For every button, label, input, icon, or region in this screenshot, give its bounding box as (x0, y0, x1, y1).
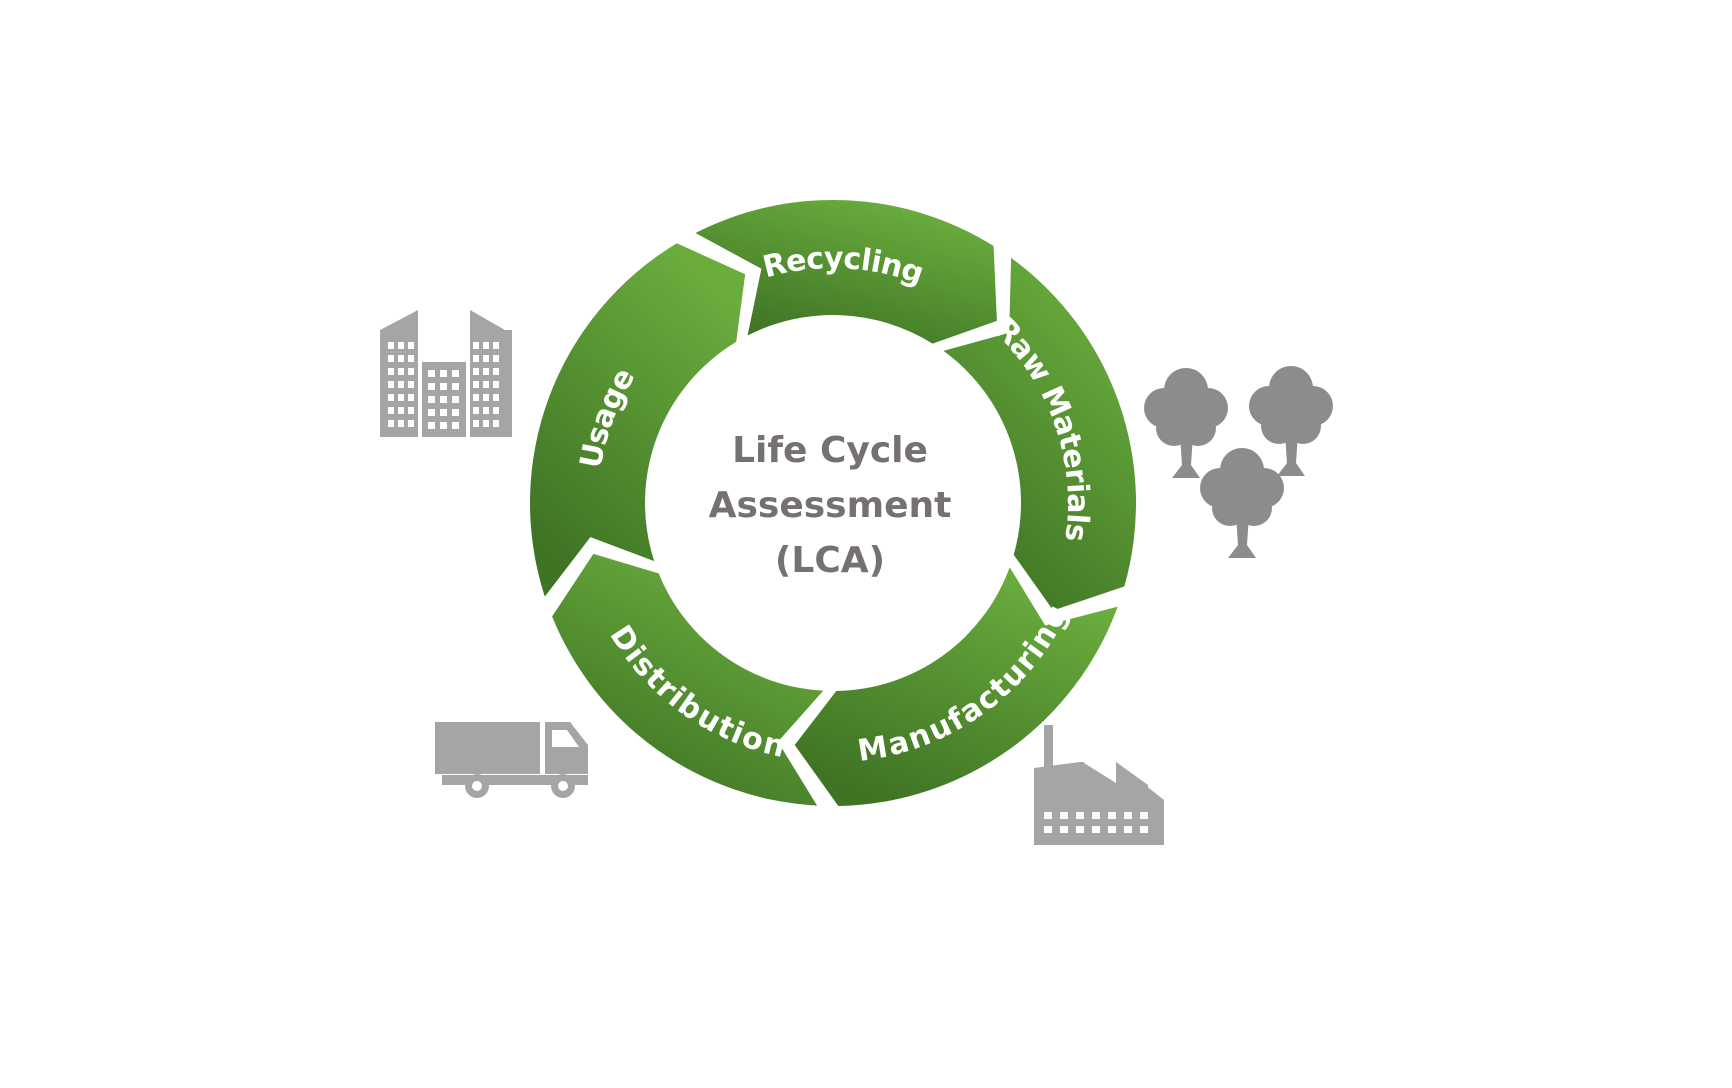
center-title: Life Cycle Assessment (LCA) (709, 430, 952, 581)
cycle-segment-distribution (552, 553, 824, 806)
factory-icon (1034, 725, 1164, 845)
trees-icon (1144, 366, 1333, 558)
center-title-line-3: (LCA) (775, 540, 885, 581)
center-title-line-1: Life Cycle (732, 430, 928, 471)
cycle-ring (529, 199, 1137, 806)
cycle-segment-raw-materials (943, 257, 1137, 611)
cycle-segment-recycling (695, 199, 997, 344)
buildings-icon (380, 310, 512, 437)
truck-icon (435, 722, 588, 798)
cycle-segment-usage (529, 243, 746, 597)
cycle-segment-manufacturing (794, 567, 1118, 806)
center-title-line-2: Assessment (709, 485, 952, 526)
